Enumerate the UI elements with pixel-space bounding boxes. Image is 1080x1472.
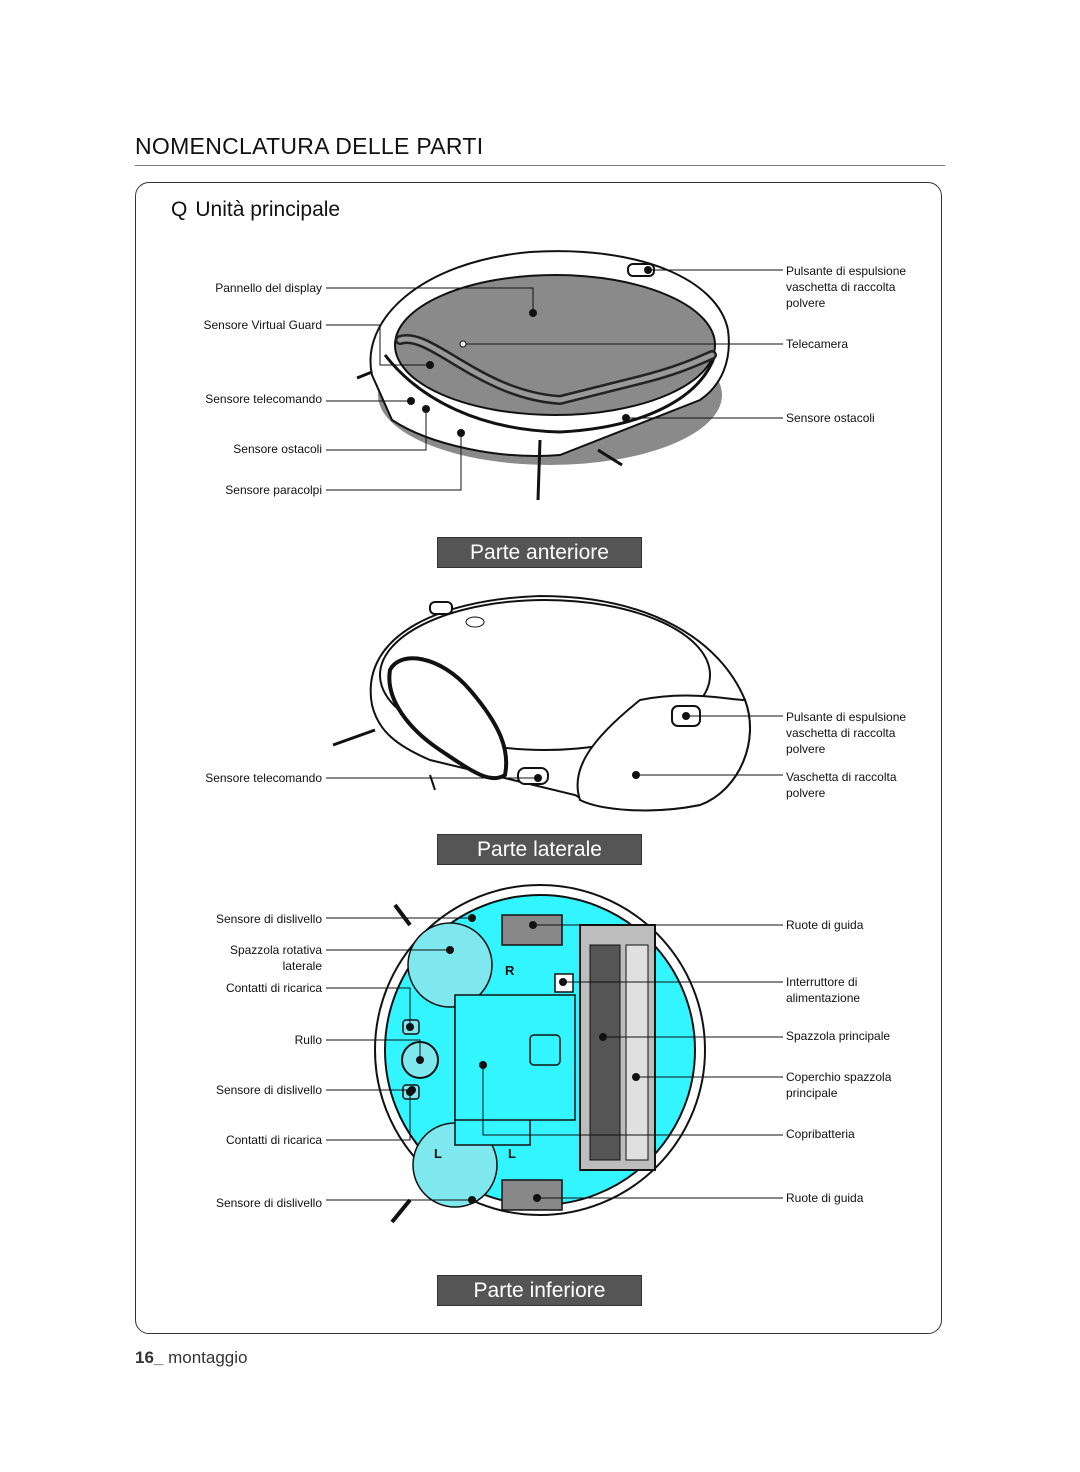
- side-view-caption: Parte laterale: [437, 834, 642, 865]
- side-camera: [465, 616, 485, 628]
- front-callout-dots: [407, 266, 652, 437]
- bottom-label-brush-cover: Coperchio spazzola principale: [786, 1070, 892, 1100]
- front-handle-inner: [397, 336, 715, 403]
- section-bullet: Q: [171, 198, 188, 221]
- front-label-dustbin-eject: Pulsante di espulsione vaschetta di racc…: [786, 264, 907, 310]
- front-side-brush-1: [536, 439, 542, 501]
- side-label-remote-sensor: Sensore telecomando: [205, 771, 322, 785]
- bottom-label-battery-cover: Copribatteria: [786, 1127, 855, 1141]
- title-divider: [135, 165, 945, 166]
- bottom-brush-bristle-2: [390, 1198, 412, 1224]
- bottom-label-drive-wheel-1: Ruote di guida: [786, 918, 864, 932]
- bottom-label-side-brush: Spazzola rotativa laterale: [229, 943, 322, 973]
- side-callout-dots: [534, 712, 690, 782]
- page-title: NOMENCLATURA DELLE PARTI: [135, 133, 484, 159]
- bottom-label-power-switch: Interruttore di alimentazione: [786, 975, 861, 1005]
- bottom-label-drive-wheel-2: Ruote di guida: [786, 1191, 864, 1205]
- bottom-brush-cover-strip: [625, 944, 649, 1161]
- side-remote-sensor: [517, 767, 549, 785]
- page-number: 16_: [135, 1348, 164, 1367]
- bottom-side-brush-top: [407, 922, 493, 1008]
- bottom-callouts: [326, 917, 783, 1201]
- bottom-wheel-bottom: [501, 1179, 563, 1211]
- bottom-label-main-brush: Spazzola principale: [786, 1029, 891, 1043]
- front-label-camera: Telecamera: [786, 337, 849, 351]
- front-label-display-panel: Pannello del display: [215, 281, 322, 295]
- side-label-dustbin: Vaschetta di raccolta polvere: [786, 770, 897, 800]
- bottom-marking-l1: L: [434, 1146, 442, 1161]
- bottom-markings: R L L: [434, 963, 516, 1161]
- bottom-wheel-top: [501, 914, 563, 946]
- bottom-label-charging-contacts-1: Contatti di ricarica: [225, 981, 322, 995]
- front-label-remote-sensor: Sensore telecomando: [205, 392, 322, 406]
- section-title-text: Unità principale: [195, 198, 341, 221]
- front-label-virtual-guard: Sensore Virtual Guard: [203, 318, 322, 332]
- front-side-brush-3: [356, 370, 373, 380]
- bottom-label-roller: Rullo: [294, 1033, 322, 1047]
- footer-section: montaggio: [168, 1348, 248, 1367]
- bottom-marking-r: R: [505, 963, 515, 978]
- section-title: Q Unità principale: [171, 198, 340, 222]
- bottom-center-panel: [529, 1034, 561, 1066]
- front-view-illustration: [356, 250, 730, 501]
- front-bumper-line: [383, 354, 717, 434]
- front-label-bumper-sensor: Sensore paracolpi: [225, 483, 322, 497]
- front-robot-top: [394, 274, 716, 416]
- side-view-illustration: [332, 594, 751, 812]
- front-label-obstacle-sensor-right: Sensore ostacoli: [786, 411, 875, 425]
- side-callouts: [326, 715, 783, 779]
- bottom-label-charging-contacts-2: Contatti di ricarica: [225, 1133, 322, 1147]
- bottom-label-cliff-sensor-2: Sensore di dislivello: [215, 1083, 322, 1097]
- side-front-button: [429, 601, 453, 615]
- front-callouts: [326, 269, 783, 491]
- side-brush: [332, 728, 376, 747]
- side-brush-2: [429, 774, 436, 791]
- bottom-view-illustration: [374, 884, 706, 1224]
- bottom-view-caption: Parte inferiore: [437, 1275, 642, 1306]
- page-footer: 16_ montaggio: [135, 1348, 248, 1368]
- bottom-main-brush: [589, 944, 621, 1161]
- bottom-callout-dots: [406, 914, 640, 1204]
- content-frame: [135, 182, 942, 1334]
- front-side-brush-2: [597, 448, 623, 467]
- bottom-label-cliff-sensor-1: Sensore di dislivello: [215, 912, 322, 926]
- bottom-label-cliff-sensor-3: Sensore di dislivello: [215, 1196, 322, 1210]
- side-dustbin: [576, 694, 751, 812]
- side-handle: [387, 656, 509, 781]
- front-view-caption: Parte anteriore: [437, 537, 642, 568]
- front-label-obstacle-sensor-left: Sensore ostacoli: [233, 442, 322, 456]
- side-label-dustbin-eject: Pulsante di espulsione vaschetta di racc…: [786, 710, 907, 756]
- bottom-brush-bristle-1: [393, 903, 412, 927]
- bottom-marking-l2: L: [508, 1146, 516, 1161]
